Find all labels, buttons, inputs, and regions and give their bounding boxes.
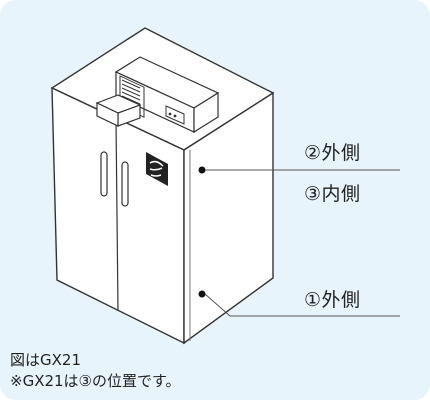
mounting-bracket: [95, 94, 142, 127]
sensor-point-upper: [198, 166, 206, 174]
brand-emblem: [146, 152, 168, 186]
door-split-line: [115, 119, 119, 312]
sensor-point-lower: [198, 290, 206, 298]
caption-model: 図はGX21: [10, 351, 81, 369]
right-door-handle: [121, 161, 129, 207]
leader-line-lower: [204, 293, 400, 317]
label-outer-top: ②外側: [304, 142, 361, 164]
cabinet-side-face: [183, 91, 274, 345]
label-inner: ③内側: [304, 183, 361, 205]
left-door-handle: [100, 151, 108, 197]
caption-note: ※GX21は③の位置です。: [10, 372, 181, 390]
label-outer-bottom: ①外側: [304, 289, 361, 311]
cooling-unit: [114, 56, 220, 134]
